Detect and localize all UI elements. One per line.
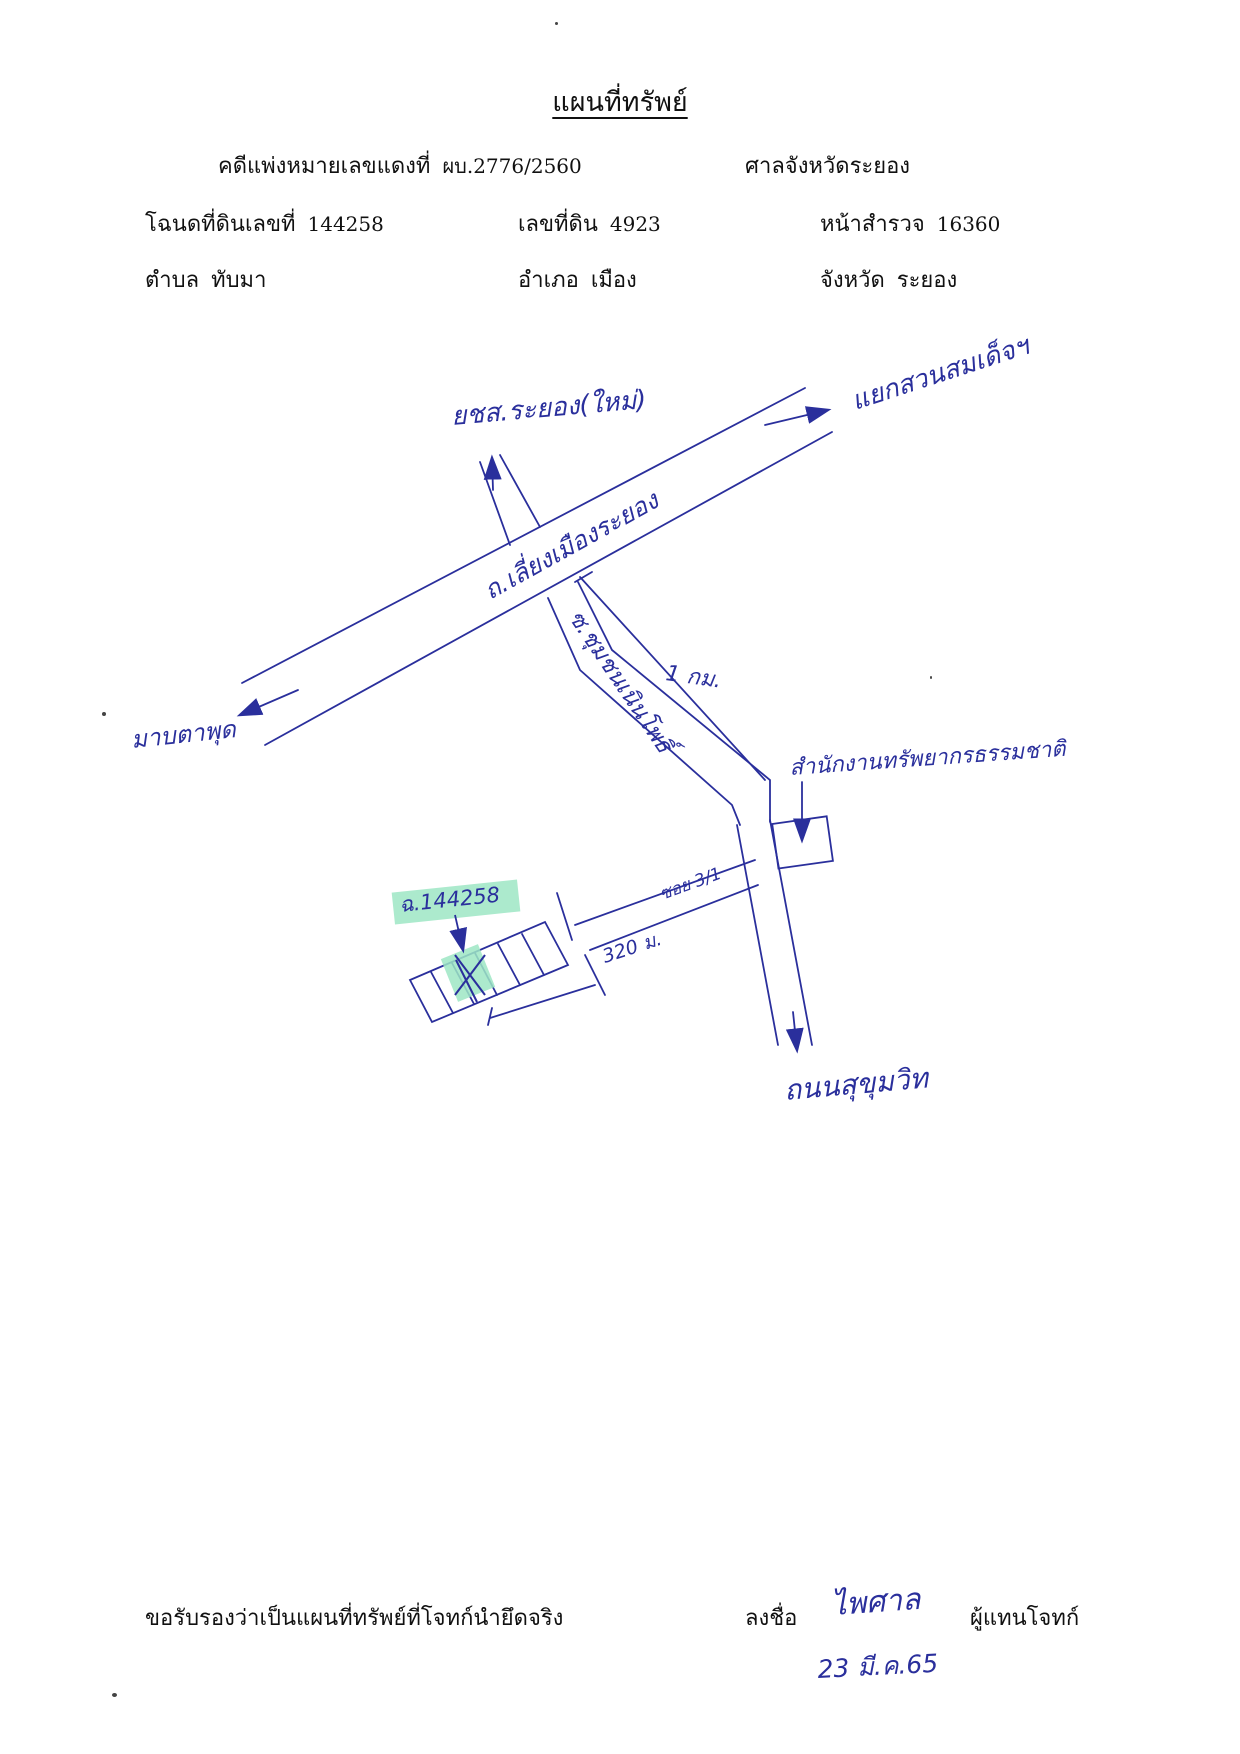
- label-office: สำนักงานทรัพยากรธรรมชาติ: [789, 737, 1069, 781]
- scan-speck: [930, 676, 932, 679]
- label-to-suan-son: แยกสวนสมเด็จฯ: [847, 328, 1035, 416]
- case-number-value: ผบ.2776/2560: [442, 154, 582, 178]
- court-name-text: ศาลจังหวัดระยอง: [745, 154, 911, 179]
- dimension-320m: [489, 984, 596, 1019]
- province-value: ระยอง: [896, 268, 958, 293]
- lane-cross-1: [556, 892, 573, 941]
- sign-role: ผู้แทนโจทก์: [970, 1606, 1080, 1631]
- dimension-1km: [579, 576, 766, 781]
- soi-road-west: [547, 597, 741, 826]
- sign-date: 23 มี.ค.65: [817, 1649, 939, 1684]
- land-number-value: 4923: [609, 212, 661, 236]
- target-plot-x-mark: [454, 954, 486, 1003]
- district-field: อำเภอ เมือง: [518, 262, 637, 297]
- case-number-label: คดีแพ่งหมายเลขแดงที่: [218, 154, 431, 179]
- signature: ไพศาล: [830, 1582, 923, 1623]
- label-sukhumvit: ถนนสุขุมวิท: [783, 1061, 932, 1108]
- deed-tag-arrow: [449, 914, 467, 954]
- scan-speck: [102, 712, 106, 716]
- survey-page-value: 16360: [936, 212, 1001, 236]
- arrow-to-suan-son: [764, 406, 832, 426]
- deed-number-label: โฉนดที่ดินเลขที่: [145, 212, 296, 237]
- subdistrict-label: ตำบล: [145, 268, 200, 293]
- arrow-to-hospital: [483, 454, 502, 491]
- sukhumvit-west: [736, 824, 779, 1046]
- hospital-road-west: [479, 461, 511, 546]
- district-label: อำเภอ: [518, 268, 579, 293]
- bypass-road-south-edge: [264, 431, 833, 746]
- scan-speck: [112, 1693, 117, 1697]
- lane-north-edge: [574, 859, 756, 926]
- lane-cross-2: [584, 954, 606, 996]
- deed-number-field: โฉนดที่ดินเลขที่ 144258: [145, 206, 384, 241]
- subdistrict-field: ตำบล ทับมา: [145, 262, 266, 297]
- hospital-road-east: [499, 454, 541, 528]
- survey-page-label: หน้าสำรวจ: [820, 212, 925, 237]
- district-value: เมือง: [590, 268, 637, 293]
- scan-speck: [555, 22, 558, 25]
- land-number-label: เลขที่ดิน: [518, 212, 598, 237]
- deed-tag-highlight: [391, 879, 521, 925]
- soi-road-east: [577, 581, 771, 823]
- land-number-field: เลขที่ดิน 4923: [518, 206, 661, 241]
- certification-text: ขอรับรองว่าเป็นแผนที่ทรัพย์ที่โจทก์นำยึด…: [145, 1606, 564, 1631]
- label-bypass-road: ถ.เลี่ยงเมืองระยอง: [477, 482, 664, 605]
- province-label: จังหวัด: [820, 268, 885, 293]
- deed-number-value: 144258: [307, 212, 384, 236]
- label-distance-1km: 1 กม.: [664, 661, 723, 694]
- bypass-road-north-edge: [241, 387, 806, 684]
- sign-label: ลงชื่อ: [745, 1606, 798, 1631]
- court-name: ศาลจังหวัดระยอง: [745, 148, 910, 183]
- survey-page-field: หน้าสำรวจ 16360: [820, 206, 1000, 241]
- label-to-hospital: ยชส.ระยอง(ใหม่): [450, 384, 648, 432]
- arrow-to-sukhumvit-south: [785, 1011, 804, 1054]
- lane-south-edge: [589, 884, 759, 951]
- arrow-to-ta-phut: [236, 689, 299, 717]
- label-to-ta-phut: มาบตาพุด: [130, 715, 239, 755]
- case-number-field: คดีแพ่งหมายเลขแดงที่ ผบ.2776/2560: [218, 148, 582, 183]
- province-field: จังหวัด ระยอง: [820, 262, 957, 297]
- page-title: แผนที่ทรัพย์: [552, 87, 688, 118]
- subdistrict-value: ทับมา: [211, 268, 267, 293]
- label-lane-31: ซอย 3/1: [657, 864, 724, 905]
